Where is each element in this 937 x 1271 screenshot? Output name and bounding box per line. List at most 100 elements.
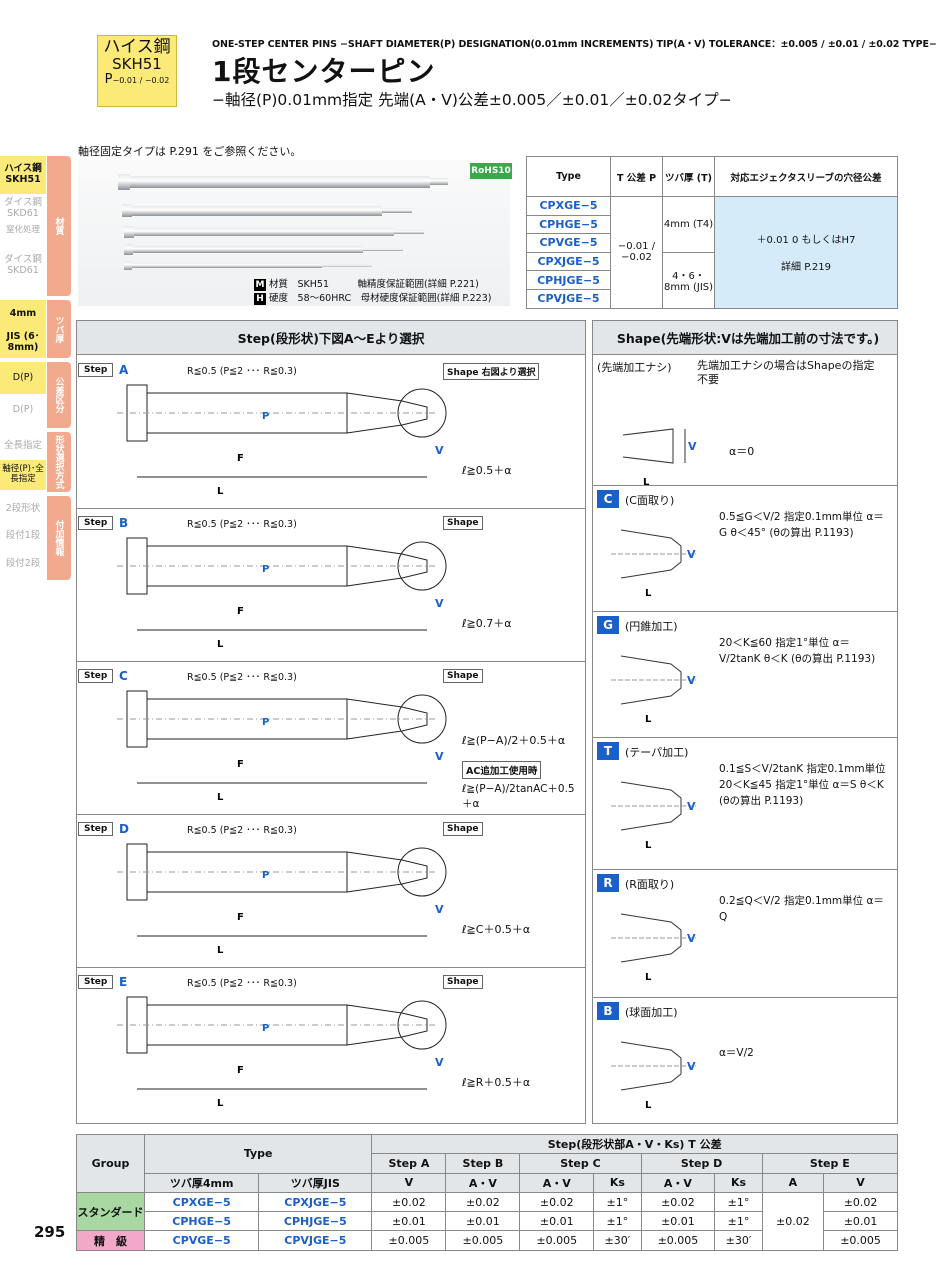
shape-letter: C <box>597 490 619 508</box>
step-badge: Step <box>78 975 114 989</box>
sidebar-tab-material: 材質 <box>47 156 71 296</box>
shape-badge: Shape <box>443 669 483 683</box>
svg-text:P: P <box>262 717 269 728</box>
step-badge: Step <box>78 363 114 377</box>
step-rule: ℓ≧R＋0.5＋α <box>462 1076 531 1089</box>
shape-badge: Shape <box>443 975 483 989</box>
svg-text:F: F <box>237 606 244 617</box>
type-cell[interactable]: CPVGE−5 <box>526 233 611 253</box>
radius-note: R≦0.5 (P≦2 ･･･ R≦0.3) <box>187 519 297 530</box>
sidebar-item-4mm[interactable]: 4mm <box>0 300 46 328</box>
sidebar-tab-tolerance: 公差区分 <box>47 362 71 428</box>
sidebar-item-step1[interactable]: 段付1段 <box>5 529 41 541</box>
radius-note: R≦0.5 (P≦2 ･･･ R≦0.3) <box>187 825 297 836</box>
svg-text:F: F <box>237 912 244 923</box>
sidebar-item-dp2[interactable]: D(P) <box>12 403 34 415</box>
svg-text:L: L <box>645 840 652 851</box>
sidebar-item-shaft-length[interactable]: 軸径(P)･全長指定 <box>0 460 46 490</box>
step-badge: Step <box>78 822 114 836</box>
svg-text:L: L <box>645 1100 652 1111</box>
shape-none-diagram: VL <box>622 428 697 488</box>
type-cell[interactable]: CPXJGE−5 <box>526 251 611 272</box>
shape-badge: Shape <box>443 822 483 836</box>
svg-text:V: V <box>687 548 696 561</box>
sidebar-tab-flange: ツバ厚 <box>47 300 71 358</box>
type-cell[interactable]: CPVJGE−5 <box>258 1230 373 1251</box>
svg-text:P: P <box>262 564 269 575</box>
sidebar-item-skd61[interactable]: ダイス鋼 SKD61 <box>4 197 42 219</box>
shape-diagram: VL <box>611 529 696 599</box>
svg-text:P: P <box>262 411 269 422</box>
material-badge: ハイス鋼 SKH51 P−0.01 / −0.02 <box>97 35 177 107</box>
type-table: Type T 公差 P ツバ厚 (T) 対応エジェクタスリーブの穴径公差 CPX… <box>526 156 898 309</box>
svg-text:V: V <box>435 444 444 457</box>
shape-name: (R面取り) <box>625 878 675 891</box>
step-rule: ℓ≧0.7＋α <box>462 617 512 630</box>
sidebar-item-skh51[interactable]: ハイス鋼 SKH51 <box>0 156 46 194</box>
rohs-badge: RoHS10 <box>470 163 512 179</box>
shape-name: (テーパ加工) <box>625 746 689 759</box>
type-cell[interactable]: CPXJGE−5 <box>258 1191 373 1213</box>
type-cell[interactable]: CPVGE−5 <box>143 1230 260 1251</box>
step-letter: B <box>119 516 129 530</box>
sidebar-item-length[interactable]: 全長指定 <box>3 439 42 451</box>
svg-text:L: L <box>645 972 652 983</box>
svg-text:V: V <box>435 597 444 610</box>
svg-text:P: P <box>262 1023 269 1034</box>
step-rule-ac: ℓ≧(P−A)/2tanAC＋0.5＋α <box>462 783 575 810</box>
type-cell[interactable]: CPVJGE−5 <box>526 288 611 309</box>
shape-rule: 20＜K≦60 指定1°単位 α＝V/2tanK θ＜K (θの算出 P.119… <box>719 637 876 665</box>
step-badge: Step <box>78 669 114 683</box>
type-cell[interactable]: CPXGE−5 <box>526 196 611 216</box>
svg-text:V: V <box>687 800 696 813</box>
svg-text:L: L <box>217 486 224 497</box>
sidebar-item-2step[interactable]: 2段形状 <box>5 502 41 514</box>
type-cell[interactable]: CPHGE−5 <box>143 1211 260 1232</box>
svg-text:L: L <box>645 714 652 725</box>
svg-text:L: L <box>217 945 224 956</box>
shape-panel: Shape(先端形状:Vは先端加工前の寸法です。) (先端加工ナシ) 先端加工ナ… <box>592 320 898 1124</box>
shape-diagram: VL <box>611 913 696 983</box>
type-cell[interactable]: CPHGE−5 <box>526 214 611 235</box>
shape-rule: 0.2≦Q＜V/2 指定0.1mm単位 α＝Q <box>719 895 884 923</box>
svg-text:L: L <box>217 639 224 650</box>
type-cell[interactable]: CPXGE−5 <box>143 1191 260 1213</box>
shape-rule: 0.5≦G＜V/2 指定0.1mm単位 α＝G θ＜45° (θの算出 P.11… <box>719 511 884 539</box>
svg-text:P: P <box>262 870 269 881</box>
svg-text:V: V <box>687 674 696 687</box>
type-cell[interactable]: CPHJGE−5 <box>258 1211 373 1232</box>
svg-text:L: L <box>217 1098 224 1109</box>
shape-letter: T <box>597 742 619 760</box>
type-cell[interactable]: CPHJGE−5 <box>526 270 611 290</box>
shape-g: G (円錐加工) 20＜K≦60 指定1°単位 α＝V/2tanK θ＜K (θの算… <box>593 611 897 737</box>
step-letter: C <box>119 669 128 683</box>
sidebar-item-skd61-2[interactable]: ダイス鋼 SKD61 <box>4 254 42 276</box>
shape-diagram: VL <box>611 1041 696 1111</box>
svg-text:L: L <box>217 792 224 803</box>
sidebar-item-step2[interactable]: 段付2段 <box>5 557 41 569</box>
shape-diagram: VL <box>611 655 696 725</box>
svg-text:V: V <box>687 1060 696 1073</box>
tolerance-table: Group Type Step(段形状部A・V・Ks) T 公差 Step A … <box>76 1133 899 1251</box>
shape-letter: G <box>597 616 619 634</box>
svg-text:V: V <box>687 932 696 945</box>
shape-name: (円錐加工) <box>625 620 678 633</box>
sidebar-tab-shape-select: 形状選択方式 <box>47 432 71 492</box>
sidebar-item-jis[interactable]: JIS (6･8mm) <box>0 328 46 358</box>
english-subtitle: ONE-STEP CENTER PINS −SHAFT DIAMETER(P) … <box>212 39 937 50</box>
sidebar-item-nitride[interactable]: 窒化処理 <box>5 225 40 236</box>
reference-note: 軸径固定タイプは P.291 をご参照ください。 <box>78 145 302 158</box>
radius-note: R≦0.5 (P≦2 ･･･ R≦0.3) <box>187 978 297 989</box>
sidebar-item-dp1[interactable]: D(P) <box>0 362 46 394</box>
svg-text:V: V <box>435 750 444 763</box>
shape-c: C(C面取り)0.5≦G＜V/2 指定0.1mm単位 α＝G θ＜45° (θの… <box>593 485 897 611</box>
